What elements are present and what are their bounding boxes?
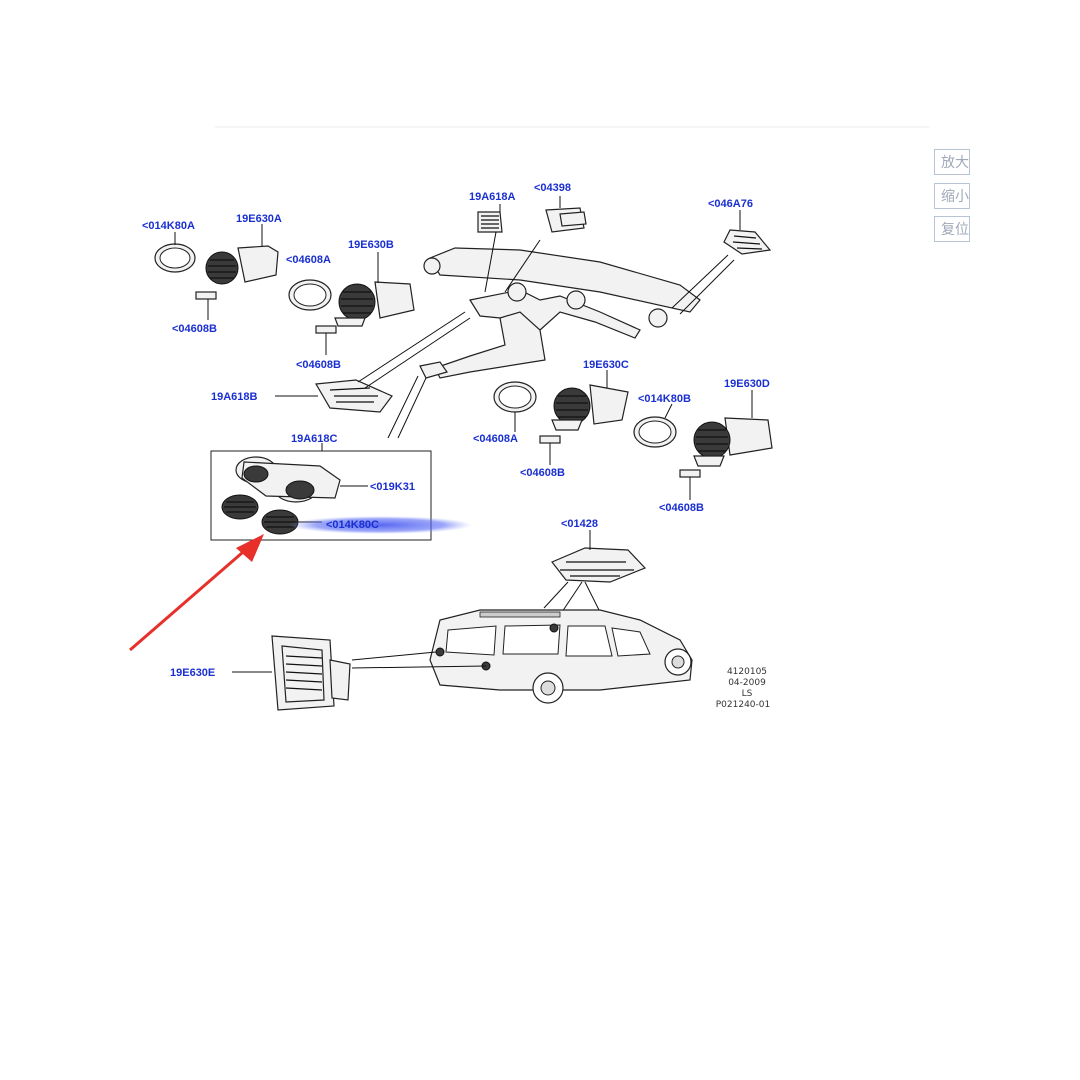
callout-04608b[interactable]: <04608B [172, 323, 217, 335]
rear-vent-19e630e [232, 635, 487, 711]
callout-04608a[interactable]: <04608A [473, 433, 518, 445]
callout-19a618b[interactable]: 19A618B [211, 391, 258, 403]
callout-04608b[interactable]: <04608B [296, 359, 341, 371]
callout-19e630c[interactable]: 19E630C [583, 359, 629, 371]
reset-button[interactable]: 复位 [934, 216, 970, 242]
callout-04608b[interactable]: <04608B [520, 467, 565, 479]
vent-assembly-d [633, 390, 773, 500]
grille-19a618b [275, 311, 471, 413]
callout-04608b[interactable]: <04608B [659, 502, 704, 514]
vehicle-illustration [429, 609, 693, 704]
vent-046a76 [723, 210, 772, 255]
drawing-reference: P021240-01 [716, 700, 770, 710]
callout-014k80b[interactable]: <014K80B [638, 393, 691, 405]
callout-19e630d[interactable]: 19E630D [724, 378, 770, 390]
clip-04398 [545, 196, 587, 233]
roof-console-01428 [543, 530, 647, 613]
drawing-code: LS [742, 689, 753, 699]
vent-assembly-c [493, 370, 629, 465]
zoom-out-button[interactable]: 缩小 [934, 183, 970, 209]
callout-01428[interactable]: <01428 [561, 518, 598, 530]
callout-04398[interactable]: <04398 [534, 182, 571, 194]
vent-assembly-b [288, 252, 415, 355]
drawing-number: 4120105 [727, 667, 767, 677]
callout-19e630a[interactable]: 19E630A [236, 213, 282, 225]
callout-19e630b[interactable]: 19E630B [348, 239, 394, 251]
callout-19a618a[interactable]: 19A618A [469, 191, 516, 203]
callout-046a76[interactable]: <046A76 [708, 198, 753, 210]
red-arrow-annotation [129, 534, 264, 652]
vent-assembly-a [154, 224, 279, 320]
detail-box-19a618c [210, 443, 432, 541]
callout-19a618c[interactable]: 19A618C [291, 433, 338, 445]
callout-19e630e[interactable]: 19E630E [170, 667, 215, 679]
zoom-in-button[interactable]: 放大 [934, 149, 970, 175]
highlight-mark [288, 516, 472, 534]
callout-019k31[interactable]: <019K31 [370, 481, 415, 493]
callout-04608a[interactable]: <04608A [286, 254, 331, 266]
callout-014k80c[interactable]: <014K80C [326, 519, 379, 531]
grille-19a618a [477, 204, 503, 233]
callout-014k80a[interactable]: <014K80A [142, 220, 195, 232]
drawing-date: 04-2009 [728, 678, 766, 688]
dashboard-duct [419, 247, 701, 379]
